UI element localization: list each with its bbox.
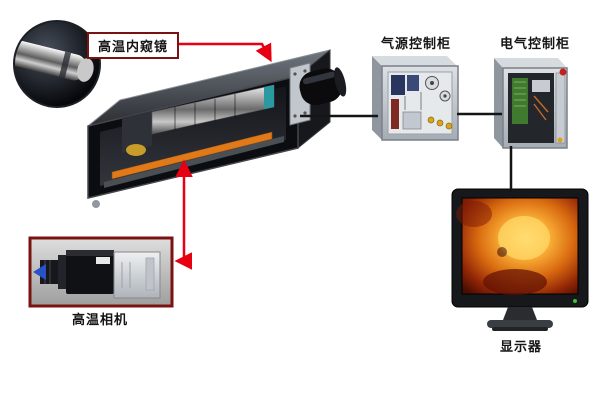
jacket-grooves	[121, 262, 131, 288]
flange-bolt	[293, 72, 297, 76]
pneumatic-module	[391, 75, 405, 95]
housing-foot	[92, 200, 100, 208]
pneumatic-module	[407, 75, 419, 91]
flange-bolt	[293, 114, 297, 118]
air-tubing	[404, 92, 422, 110]
monitor-label: 显示器	[499, 339, 542, 354]
monitor-stand-base	[487, 320, 553, 328]
barrel-teal-ring	[264, 85, 274, 109]
brass-fitting	[427, 116, 435, 124]
brass-fitting	[445, 122, 453, 130]
air-control-cabinet	[372, 56, 459, 141]
barrel-ribs	[174, 94, 236, 130]
gauge-needle-hub	[443, 94, 447, 98]
pcb-traces	[514, 81, 526, 107]
brass-fitting	[436, 119, 444, 127]
lens-mount-ring	[58, 255, 66, 289]
monitor-stand-lip	[492, 327, 548, 331]
rear-camera-cylinder	[299, 67, 347, 106]
blue-direction-arrow-icon	[33, 264, 46, 280]
connector-lines	[174, 42, 513, 270]
indicator-lamp	[557, 137, 563, 143]
monitor-stand-neck	[503, 307, 537, 320]
valve-box	[402, 111, 422, 130]
camera-brand-plate	[96, 257, 110, 264]
probe-group	[6, 40, 94, 82]
electric-cabinet-top	[494, 58, 567, 68]
camera-photo-box	[28, 236, 174, 308]
camera-body-ridge	[66, 250, 114, 256]
endoscope-tip-photo	[6, 20, 101, 108]
probe-ring	[58, 51, 72, 79]
endoscope-housing	[87, 48, 347, 208]
air-cabinet-left-side	[372, 56, 382, 140]
flange-bolt	[303, 111, 307, 115]
yellow-coupler	[126, 144, 146, 156]
electric-cabinet-label: 电气控制柜	[500, 36, 571, 51]
probe-tip	[77, 58, 94, 82]
red-connector-camera	[174, 176, 192, 270]
air-tank	[391, 99, 399, 129]
endoscope-label: 高温内窥镜	[87, 32, 180, 59]
linear-rail-orange	[111, 131, 273, 180]
furnace-dark-zone	[483, 269, 547, 295]
red-connector-endoscope-label	[175, 42, 272, 63]
rear-cylinder-highlight	[302, 71, 336, 85]
monitor	[451, 188, 589, 331]
flange-bolt	[303, 69, 307, 73]
air-cabinet-label: 气源控制柜	[381, 36, 452, 51]
air-cabinet-top	[372, 56, 457, 66]
furnace-spot	[497, 247, 507, 257]
jacket-end-cap	[145, 257, 155, 291]
housing-base-rail	[104, 136, 284, 188]
cabinet-door-edge	[555, 72, 566, 144]
camera-body	[66, 250, 114, 294]
electric-cabinet-left-side	[494, 58, 503, 148]
cabinet-wiring	[533, 95, 549, 121]
electric-control-cabinet	[494, 58, 568, 149]
gauge-needle-hub	[430, 81, 434, 85]
furnace-dark-zone	[456, 201, 492, 227]
terminal-block	[532, 80, 550, 92]
pcb-board	[512, 78, 528, 124]
drive-block	[122, 111, 152, 153]
emergency-button	[559, 68, 567, 76]
furnace-hot-spot	[498, 216, 550, 260]
camera-label: 高温相机	[71, 312, 128, 327]
rear-cylinder-cap	[334, 67, 347, 97]
power-led	[573, 299, 577, 303]
